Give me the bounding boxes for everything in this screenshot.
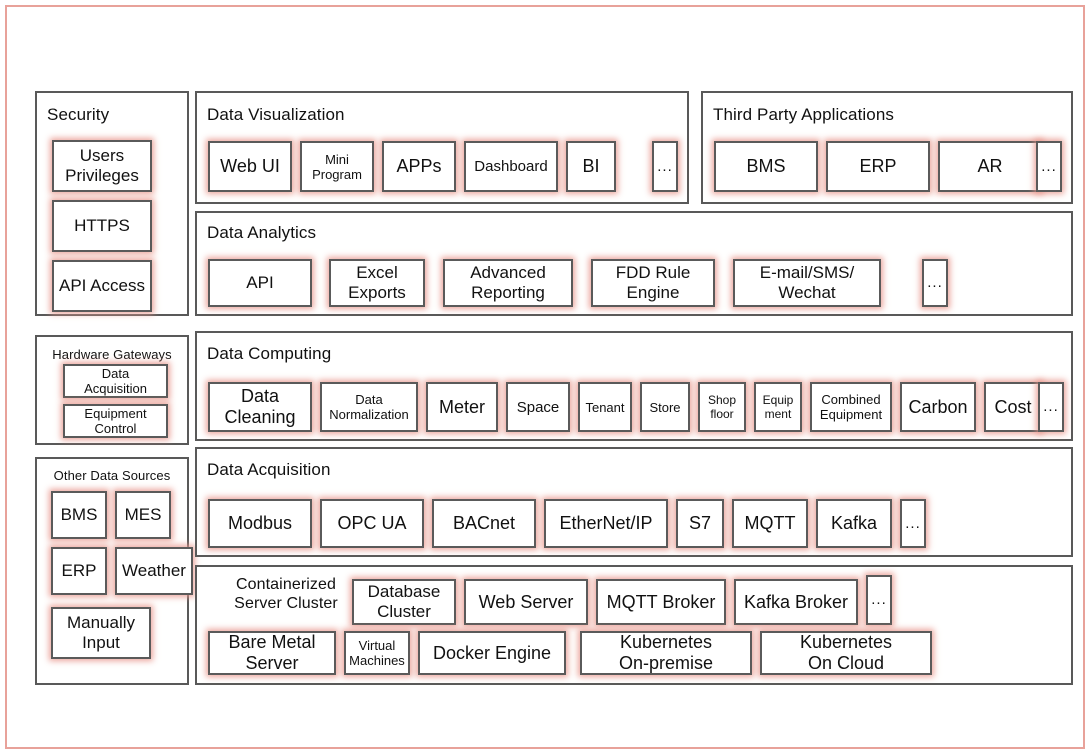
node-combined-equipment[interactable]: Combined Equipment: [810, 382, 892, 432]
node-tp-ar[interactable]: AR: [938, 141, 1042, 192]
panel-containerized-server-cluster: Containerized Server Cluster Database Cl…: [195, 565, 1073, 685]
node-shop-floor[interactable]: Shop floor: [698, 382, 746, 432]
node-mini-program[interactable]: Mini Program: [300, 141, 374, 192]
node-web-server[interactable]: Web Server: [464, 579, 588, 625]
node-store[interactable]: Store: [640, 382, 690, 432]
node-source-bms[interactable]: BMS: [51, 491, 107, 539]
node-apps[interactable]: APPs: [382, 141, 456, 192]
node-source-manually-input[interactable]: Manually Input: [51, 607, 151, 659]
node-virtual-machines[interactable]: Virtual Machines: [344, 631, 410, 675]
node-users-privileges[interactable]: Users Privileges: [52, 140, 152, 192]
node-source-weather[interactable]: Weather: [115, 547, 193, 595]
node-email-sms-wechat[interactable]: E-mail/SMS/ Wechat: [733, 259, 881, 307]
node-bare-metal-server[interactable]: Bare Metal Server: [208, 631, 336, 675]
panel-data-computing-title: Data Computing: [207, 344, 332, 363]
node-analytics-api[interactable]: API: [208, 259, 312, 307]
node-advanced-reporting[interactable]: Advanced Reporting: [443, 259, 573, 307]
panel-data-visualization-title: Data Visualization: [207, 105, 345, 124]
panel-data-analytics: Data Analytics API Excel Exports Advance…: [195, 211, 1073, 316]
panel-containerized-server-cluster-title: Containerized Server Cluster: [234, 576, 338, 612]
node-acquisition-more[interactable]: ...: [900, 499, 926, 548]
panel-data-acquisition: Data Acquisition Modbus OPC UA BACnet Et…: [195, 447, 1073, 557]
panel-data-computing: Data Computing Data Cleaning Data Normal…: [195, 331, 1073, 441]
node-cost[interactable]: Cost: [984, 382, 1042, 432]
node-computing-more[interactable]: ...: [1038, 382, 1064, 432]
node-bi[interactable]: BI: [566, 141, 616, 192]
node-tp-erp[interactable]: ERP: [826, 141, 930, 192]
node-docker-engine[interactable]: Docker Engine: [418, 631, 566, 675]
node-kafka[interactable]: Kafka: [816, 499, 892, 548]
node-equipment[interactable]: Equip ment: [754, 382, 802, 432]
panel-third-party-applications-title: Third Party Applications: [713, 105, 894, 124]
node-web-ui[interactable]: Web UI: [208, 141, 292, 192]
node-ethernet-ip[interactable]: EtherNet/IP: [544, 499, 668, 548]
node-data-normalization[interactable]: Data Normalization: [320, 382, 418, 432]
node-tenant[interactable]: Tenant: [578, 382, 632, 432]
node-tp-bms[interactable]: BMS: [714, 141, 818, 192]
node-https[interactable]: HTTPS: [52, 200, 152, 252]
node-space[interactable]: Space: [506, 382, 570, 432]
node-gateway-data-acquisition[interactable]: Data Acquisition: [63, 364, 168, 398]
node-opc-ua[interactable]: OPC UA: [320, 499, 424, 548]
node-modbus[interactable]: Modbus: [208, 499, 312, 548]
panel-third-party-applications: Third Party Applications BMS ERP AR ...: [701, 91, 1073, 204]
panel-hardware-gateways: Hardware Gateways Data Acquisition Equip…: [35, 335, 189, 445]
node-fdd-rule-engine[interactable]: FDD Rule Engine: [591, 259, 715, 307]
node-carbon[interactable]: Carbon: [900, 382, 976, 432]
node-source-erp[interactable]: ERP: [51, 547, 107, 595]
architecture-diagram: Security Users Privileges HTTPS API Acce…: [5, 5, 1085, 749]
node-mqtt-broker[interactable]: MQTT Broker: [596, 579, 726, 625]
panel-other-data-sources-title: Other Data Sources: [53, 468, 171, 483]
node-data-cleaning[interactable]: Data Cleaning: [208, 382, 312, 432]
panel-data-visualization: Data Visualization Web UI Mini Program A…: [195, 91, 689, 204]
node-third-party-more[interactable]: ...: [1036, 141, 1062, 192]
node-meter[interactable]: Meter: [426, 382, 498, 432]
node-kafka-broker[interactable]: Kafka Broker: [734, 579, 858, 625]
panel-data-analytics-title: Data Analytics: [207, 223, 317, 242]
node-source-mes[interactable]: MES: [115, 491, 171, 539]
node-bacnet[interactable]: BACnet: [432, 499, 536, 548]
node-s7[interactable]: S7: [676, 499, 724, 548]
node-analytics-more[interactable]: ...: [922, 259, 948, 307]
panel-other-data-sources: Other Data Sources BMS MES ERP Weather M…: [35, 457, 193, 685]
node-kubernetes-on-premise[interactable]: Kubernetes On-premise: [580, 631, 752, 675]
panel-security-title: Security: [47, 105, 110, 124]
node-api-access[interactable]: API Access: [52, 260, 152, 312]
panel-data-acquisition-title: Data Acquisition: [207, 460, 331, 479]
node-excel-exports[interactable]: Excel Exports: [329, 259, 425, 307]
node-dashboard[interactable]: Dashboard: [464, 141, 558, 192]
node-database-cluster[interactable]: Database Cluster: [352, 579, 456, 625]
node-kubernetes-on-cloud[interactable]: Kubernetes On Cloud: [760, 631, 932, 675]
node-visualization-more[interactable]: ...: [652, 141, 678, 192]
panel-security: Security Users Privileges HTTPS API Acce…: [35, 91, 189, 316]
node-cluster-more[interactable]: ...: [866, 575, 892, 625]
node-mqtt[interactable]: MQTT: [732, 499, 808, 548]
panel-hardware-gateways-title: Hardware Gateways: [52, 347, 172, 362]
node-gateway-equipment-control[interactable]: Equipment Control: [63, 404, 168, 438]
